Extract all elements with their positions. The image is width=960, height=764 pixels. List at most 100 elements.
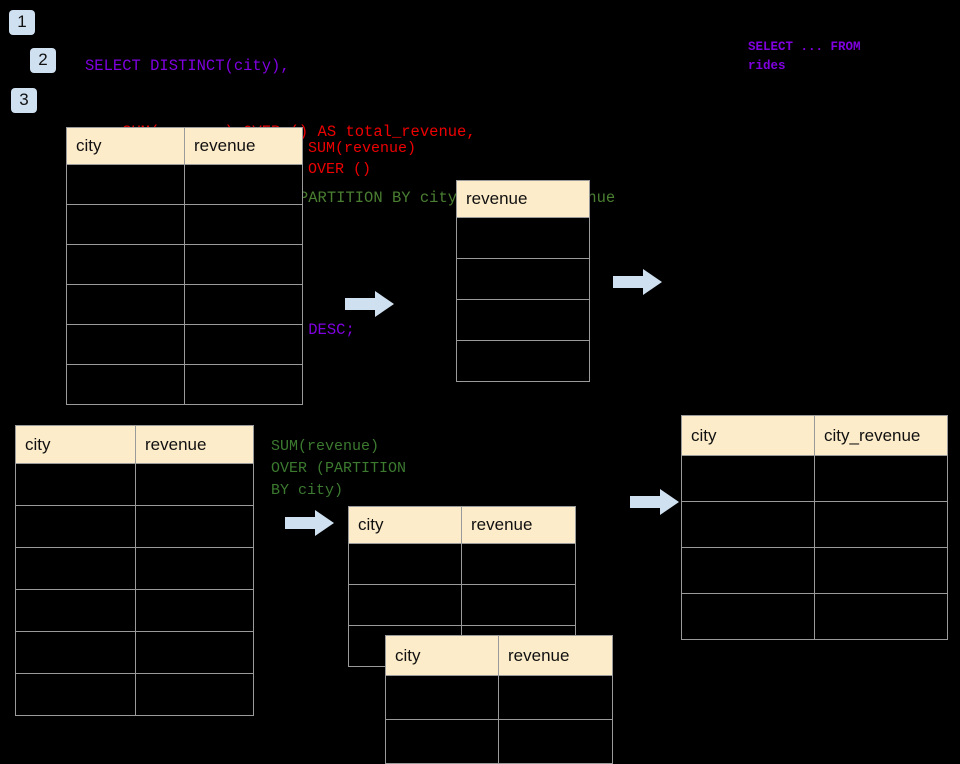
table-row <box>15 673 254 716</box>
column-header-city: city <box>385 635 499 676</box>
cell-city-revenue <box>814 547 948 594</box>
column-header-revenue: revenue <box>135 425 254 464</box>
table-row <box>66 204 303 245</box>
column-header-revenue: revenue <box>184 127 303 165</box>
cell-revenue <box>456 340 590 382</box>
table-row <box>348 584 576 626</box>
cell-revenue <box>456 258 590 300</box>
step-badge-1: 1 <box>9 10 35 35</box>
cell-city <box>385 675 499 720</box>
cell-revenue <box>135 547 254 590</box>
cell-city <box>681 501 815 548</box>
table-row <box>66 284 303 325</box>
table-row <box>348 543 576 585</box>
table-header-row: city city_revenue <box>681 415 948 456</box>
cell-city <box>66 324 185 365</box>
table-row <box>15 547 254 590</box>
cell-city <box>348 584 462 626</box>
cell-city <box>66 204 185 245</box>
cell-city <box>15 589 136 632</box>
cell-revenue <box>184 284 303 325</box>
cell-revenue <box>184 204 303 245</box>
cell-revenue <box>135 463 254 506</box>
cell-city <box>681 593 815 640</box>
table-row <box>66 364 303 405</box>
step-badge-2: 2 <box>30 48 56 73</box>
step-badge-3: 3 <box>11 88 37 113</box>
cell-city <box>681 455 815 502</box>
cell-revenue <box>135 673 254 716</box>
table-header-row: city revenue <box>66 127 303 165</box>
column-header-city: city <box>348 506 462 544</box>
arrow-right-icon <box>345 291 394 317</box>
rides-source-table: city revenue <box>66 127 303 405</box>
cell-revenue <box>461 543 576 585</box>
cell-revenue <box>456 217 590 259</box>
cell-city <box>681 547 815 594</box>
table-row <box>66 244 303 285</box>
cell-revenue <box>135 505 254 548</box>
column-header-city: city <box>15 425 136 464</box>
partition-group-table-back: city revenue <box>348 506 576 667</box>
table-row <box>456 217 590 259</box>
cell-revenue <box>461 584 576 626</box>
table-row <box>66 164 303 205</box>
table-row <box>456 340 590 382</box>
cell-city <box>15 631 136 674</box>
cell-revenue <box>184 244 303 285</box>
partition-group-table-front: city revenue <box>385 635 613 764</box>
cell-city-revenue <box>814 455 948 502</box>
cell-revenue <box>135 631 254 674</box>
rides-source-table-bottom: city revenue <box>15 425 254 716</box>
arrow-right-icon <box>613 269 662 295</box>
table-row <box>66 324 303 365</box>
table-header-row: city revenue <box>385 635 613 676</box>
table-row <box>681 501 948 548</box>
cell-city-revenue <box>814 593 948 640</box>
column-header-city-revenue: city_revenue <box>814 415 948 456</box>
table-row <box>15 505 254 548</box>
table-row <box>15 589 254 632</box>
table-row <box>15 463 254 506</box>
table-header-row: revenue <box>456 180 590 218</box>
table-header-row: city revenue <box>348 506 576 544</box>
arrow-right-icon <box>630 489 679 515</box>
cell-city <box>15 547 136 590</box>
cell-city <box>15 673 136 716</box>
cell-revenue <box>184 164 303 205</box>
column-header-revenue: revenue <box>461 506 576 544</box>
column-header-city: city <box>66 127 185 165</box>
table-header-row: city revenue <box>15 425 254 464</box>
cell-revenue <box>498 675 613 720</box>
diagram-canvas: 1 2 3 SELECT DISTINCT(city), SUM(revenue… <box>9 10 948 764</box>
annotation-select-from: SELECT ... FROM rides <box>748 40 861 73</box>
table-row <box>681 593 948 640</box>
table-row <box>456 299 590 341</box>
cell-city <box>66 244 185 285</box>
cell-city <box>348 543 462 585</box>
table-row <box>15 631 254 674</box>
cell-revenue <box>184 324 303 365</box>
table-row <box>385 675 613 720</box>
cell-revenue <box>498 719 613 764</box>
column-header-city: city <box>681 415 815 456</box>
arrow-right-icon <box>285 510 334 536</box>
annotation-sum-over-partition: SUM(revenue) OVER (PARTITION BY city) <box>271 438 407 499</box>
column-header-revenue: revenue <box>456 180 590 218</box>
column-header-revenue: revenue <box>498 635 613 676</box>
cell-revenue <box>135 589 254 632</box>
cell-revenue <box>184 364 303 405</box>
cell-city <box>15 505 136 548</box>
table-row <box>385 719 613 764</box>
cell-city <box>66 364 185 405</box>
result-table: city city_revenue <box>681 415 948 640</box>
cell-city <box>385 719 499 764</box>
cell-city <box>66 164 185 205</box>
total-revenue-table: revenue <box>456 180 590 382</box>
table-row <box>456 258 590 300</box>
sql-line-select: SELECT DISTINCT(city), <box>85 57 290 75</box>
cell-city <box>66 284 185 325</box>
cell-city-revenue <box>814 501 948 548</box>
table-row <box>681 547 948 594</box>
table-row <box>681 455 948 502</box>
